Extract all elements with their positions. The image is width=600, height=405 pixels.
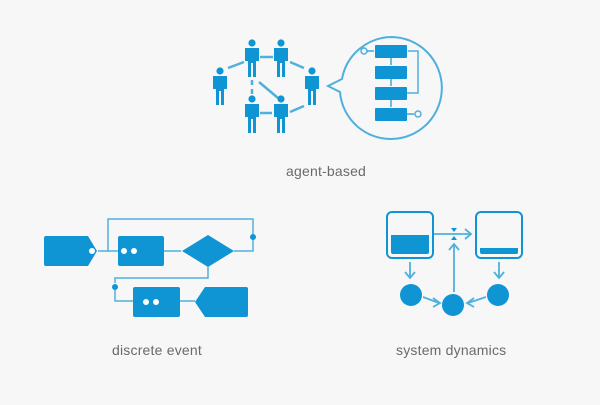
system-dynamics-diagram <box>386 211 523 316</box>
stock-right <box>475 211 523 259</box>
flow-connector <box>114 290 133 302</box>
discrete-event-label: discrete event <box>112 342 202 358</box>
agent-person-icon <box>274 39 288 77</box>
loop-arrow <box>407 50 419 94</box>
process-block <box>375 87 407 100</box>
speech-bubble <box>325 35 443 140</box>
source-block <box>44 236 97 266</box>
process-block <box>375 108 407 121</box>
process-block <box>375 45 407 58</box>
agent-based-label: agent-based <box>286 163 367 179</box>
port-dot <box>250 234 256 240</box>
connection-line <box>227 60 245 70</box>
valve-icon <box>451 228 457 232</box>
valve-icon <box>451 236 457 240</box>
end-node-icon <box>414 110 422 118</box>
people-network-icon <box>213 35 443 140</box>
variable-node <box>442 294 464 316</box>
system-dynamics-label: system dynamics <box>396 342 507 358</box>
agent-person-icon <box>305 67 319 105</box>
stock-left <box>386 211 434 259</box>
queue-block <box>118 236 164 266</box>
flow-connector <box>98 218 254 252</box>
agent-person-icon <box>245 39 259 77</box>
variable-node <box>487 284 509 306</box>
agent-person-icon <box>245 95 259 133</box>
process-flowchart-icon <box>44 218 256 317</box>
stock-flow-icon <box>386 211 523 316</box>
agent-person-icon <box>213 67 227 105</box>
connection-line <box>289 60 305 70</box>
variable-node <box>400 284 422 306</box>
process-block <box>375 66 407 79</box>
flow-connector <box>234 240 254 252</box>
flow-connector <box>114 267 209 283</box>
sink-block <box>195 287 248 317</box>
stock-level-high <box>391 235 429 254</box>
discrete-event-diagram <box>0 0 300 340</box>
link-arrow <box>422 296 440 304</box>
link-arrow <box>467 296 487 304</box>
stock-level-low <box>480 248 518 254</box>
connection-line <box>289 104 305 114</box>
decision-block <box>182 235 234 267</box>
port-dot <box>112 284 118 290</box>
agent-person-icon <box>274 95 288 133</box>
connection-line <box>258 81 279 99</box>
agent-based-diagram <box>0 0 600 200</box>
